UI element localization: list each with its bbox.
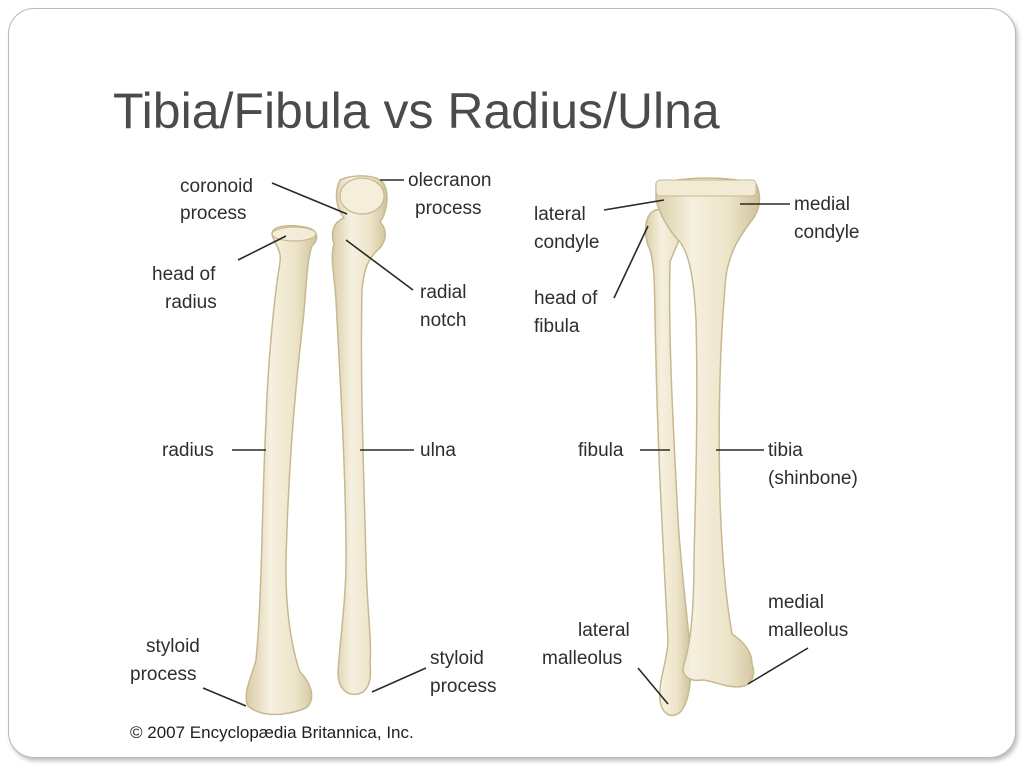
leader-lateral-condyle (603, 199, 665, 211)
label-styloid-process-left: styloid (146, 636, 200, 657)
label-medial-condyle-2: condyle (794, 222, 860, 243)
label-lateral-malleolus: lateral (578, 620, 630, 641)
label-radial-notch-2: notch (420, 310, 466, 331)
fibula-bone (644, 208, 692, 717)
label-head-of-radius-2: radius (165, 292, 217, 313)
ulna-bone (331, 175, 388, 696)
label-olecranon-process: olecranon (408, 170, 491, 191)
leader-coronoid (271, 182, 348, 215)
radius-bone (245, 224, 318, 716)
label-coronoid-process-2: process (180, 203, 247, 224)
leader-medial-malleolus (747, 647, 809, 685)
leader-head-fibula (613, 225, 649, 299)
label-head-of-fibula: head of (534, 288, 598, 309)
label-head-of-fibula-2: fibula (534, 316, 580, 337)
label-lateral-condyle: lateral (534, 204, 586, 225)
label-ulna: ulna (420, 440, 456, 461)
label-fibula: fibula (578, 440, 624, 461)
label-radial-notch: radial (420, 282, 466, 303)
label-medial-condyle: medial (794, 194, 850, 215)
slide-title: Tibia/Fibula vs Radius/Ulna (113, 83, 720, 139)
label-styloid-process-left-2: process (130, 664, 197, 685)
tibia-bone (655, 177, 761, 688)
slide-frame (8, 8, 1016, 758)
leader-styloid-left (202, 687, 247, 707)
label-olecranon-process-2: process (415, 198, 482, 219)
leader-styloid-right (371, 667, 427, 693)
label-styloid-process-right-2: process (430, 676, 497, 697)
label-head-of-radius: head of (152, 264, 216, 285)
label-lateral-condyle-2: condyle (534, 232, 600, 253)
label-lateral-malleolus-2: malleolus (542, 648, 622, 669)
label-coronoid-process: coronoid (180, 176, 253, 197)
label-styloid-process-right: styloid (430, 648, 484, 669)
leader-radial-notch (345, 239, 414, 291)
label-tibia: tibia (768, 440, 803, 461)
label-radius: radius (162, 440, 214, 461)
leader-head-radius (237, 235, 287, 261)
leader-lateral-malleolus (637, 667, 669, 705)
copyright-credit: © 2007 Encyclopædia Britannica, Inc. (130, 723, 414, 742)
label-medial-malleolus-2: malleolus (768, 620, 848, 641)
label-medial-malleolus: medial (768, 592, 824, 613)
label-tibia-2: (shinbone) (768, 468, 858, 489)
